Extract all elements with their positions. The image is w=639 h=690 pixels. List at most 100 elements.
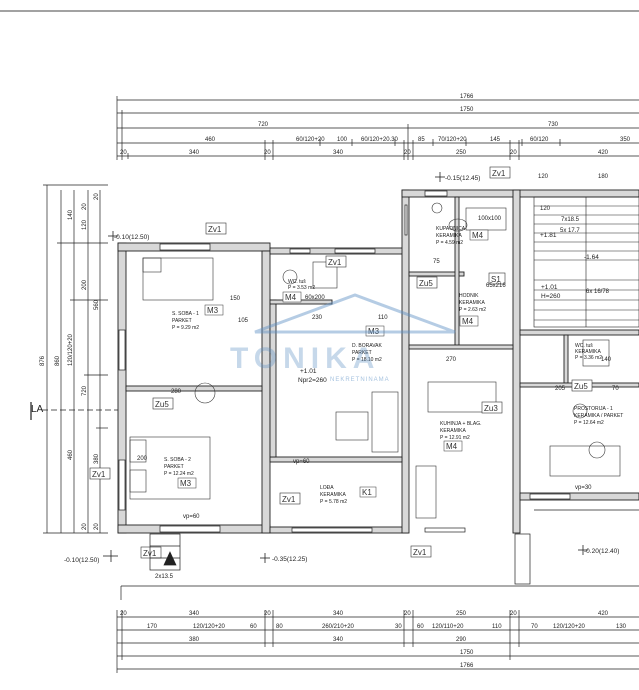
svg-text:70: 70 — [612, 386, 619, 392]
bdim-opening-1: 120/120+20 — [193, 624, 226, 630]
bdim-60b: 60 — [417, 624, 424, 630]
tag-zu5-c: Zu5 — [574, 382, 588, 391]
dim-left-20c: 20 — [94, 523, 100, 530]
dim-total-1750: 1750 — [460, 107, 474, 113]
window-tags: Zv1 Zv1 Zv1 Zv1 Zv1 Zv1 Zv1 Zu5 Zu5 Zu5 … — [89, 166, 593, 559]
bdim-340b: 340 — [333, 611, 344, 617]
svg-text:LA: LA — [31, 404, 44, 415]
bdim-250: 250 — [456, 611, 467, 617]
bdim-20c: 20 — [404, 611, 411, 617]
svg-text:KERAMIKA: KERAMIKA — [320, 492, 347, 498]
shower-1 — [312, 261, 338, 289]
dim-100: 100 — [337, 137, 348, 143]
svg-text:280: 280 — [171, 389, 182, 395]
svg-text:5x 17.7: 5x 17.7 — [560, 228, 580, 234]
bdim-total-1766: 1766 — [460, 663, 474, 669]
tag-zv1-c: Zv1 — [492, 169, 506, 178]
svg-text:M4: M4 — [446, 442, 458, 451]
svg-text:WC. tuš: WC. tuš — [575, 343, 593, 349]
dim-left-720: 720 — [82, 385, 88, 396]
sofa — [371, 391, 399, 453]
svg-text:vp=60: vp=60 — [183, 514, 200, 520]
level-se: -0.20(12.40) — [584, 548, 619, 555]
dim-room-250: 250 — [456, 150, 467, 156]
svg-text:KUHINJA + BLAG.: KUHINJA + BLAG. — [440, 421, 482, 427]
svg-text:M3: M3 — [207, 306, 219, 315]
windows — [118, 190, 571, 533]
svg-text:105: 105 — [238, 318, 249, 324]
dim-left-140: 140 — [68, 209, 74, 220]
svg-text:205: 205 — [555, 386, 566, 392]
tag-zu5-a: Zu5 — [155, 400, 169, 409]
level-nw: -0.10(12.50) — [114, 234, 149, 241]
svg-text:KERAMIKA / PARKET: KERAMIKA / PARKET — [574, 413, 623, 419]
level-floor-right: +1.01 — [541, 284, 558, 291]
level-stair-2: -1.64 — [584, 254, 599, 261]
coffee-table — [335, 411, 369, 441]
bdim-290: 290 — [456, 637, 467, 643]
tag-zv1-b: Zv1 — [92, 470, 106, 479]
entrance-steps — [120, 509, 639, 600]
dim-wall-20d: 20 — [510, 150, 517, 156]
room-label-loda: LOĐA KERAMIKA P = 5.78 m2 K1 — [320, 485, 377, 505]
dim-left-380: 380 — [94, 453, 100, 464]
wc-toilet — [282, 269, 298, 285]
bdim-opening-2: 260/210+20 — [322, 624, 355, 630]
interior-dimensions: 270 205 230 110 75 105 140 70 150 280 20… — [137, 206, 619, 580]
level-ne: -0.15(12.45) — [445, 175, 480, 182]
svg-text:P = 3.36 m2: P = 3.36 m2 — [575, 355, 602, 361]
svg-text:HODNIK: HODNIK — [459, 293, 479, 299]
dim-total-1766: 1766 — [460, 94, 474, 100]
tag-s1: S1 — [491, 275, 501, 284]
bdim-opening-3: 120/110+20 — [432, 624, 464, 630]
bdim-20b: 20 — [264, 611, 271, 617]
svg-text:P = 9.29 m2: P = 9.29 m2 — [172, 325, 199, 331]
svg-text:M4: M4 — [462, 317, 474, 326]
dim-wall-20b: 20 — [264, 150, 271, 156]
svg-text:PARKET: PARKET — [352, 350, 372, 356]
svg-text:KERAMIKA: KERAMIKA — [459, 300, 486, 306]
watermark-sub: NEKRETNINAMA — [330, 377, 390, 383]
level-sw: -0.10(12.50) — [64, 557, 99, 564]
bdim-80: 80 — [276, 624, 283, 630]
svg-text:2x13.5: 2x13.5 — [155, 574, 174, 580]
bdim-30: 30 — [395, 624, 402, 630]
dim-460: 460 — [205, 137, 216, 143]
svg-text:75: 75 — [433, 259, 440, 265]
bdim-340: 340 — [333, 637, 344, 643]
dim-opening-1: 60/120+20 — [296, 137, 325, 143]
bottom-dimension-chains — [116, 610, 639, 673]
svg-text:120: 120 — [540, 206, 551, 212]
dim-wall-20a: 20 — [120, 150, 127, 156]
svg-text:270: 270 — [446, 357, 457, 363]
dim-wall-20c: 20 — [404, 150, 411, 156]
room-label-boravak: M3 D. BORAVAK PARKET P = 18.10 m2 — [352, 325, 385, 363]
svg-text:S. SOBA - 2: S. SOBA - 2 — [164, 457, 191, 463]
bathtub-sink — [448, 218, 468, 232]
dim-room-340a: 340 — [189, 150, 200, 156]
dim-180: 180 — [598, 174, 609, 180]
kitchen-counter — [415, 465, 437, 519]
svg-text:P = 18.10 m2: P = 18.10 m2 — [352, 357, 382, 363]
dim-left-120: 120 — [82, 219, 88, 230]
svg-text:110: 110 — [378, 315, 388, 321]
room-label-kuhinja: KUHINJA + BLAG. KERAMIKA P = 12.91 m2 M4 — [440, 421, 482, 452]
bed-2 — [129, 436, 211, 500]
tag-zu5-b: Zu5 — [419, 279, 433, 288]
svg-text:P = 4.59 m2: P = 4.59 m2 — [436, 240, 463, 246]
dim-left-200: 200 — [82, 279, 88, 290]
dim-730: 730 — [548, 122, 559, 128]
svg-text:M4: M4 — [285, 293, 297, 302]
bdim-60: 60 — [250, 624, 257, 630]
svg-text:150: 150 — [230, 296, 241, 302]
dim-145: 145 — [490, 137, 501, 143]
watermark: TONIKA NEKRETNINAMA — [230, 293, 456, 383]
level-floor: +1.01 — [300, 368, 317, 375]
svg-text:S. SOBA - 1: S. SOBA - 1 — [172, 311, 199, 317]
svg-text:M4: M4 — [472, 231, 484, 240]
dim-120: 120 — [538, 174, 549, 180]
svg-text:65x216: 65x216 — [486, 283, 506, 289]
bdim-total-1750: 1750 — [460, 650, 474, 656]
watermark-brand: TONIKA — [230, 342, 380, 375]
svg-text:6x 16/78: 6x 16/78 — [586, 289, 610, 295]
